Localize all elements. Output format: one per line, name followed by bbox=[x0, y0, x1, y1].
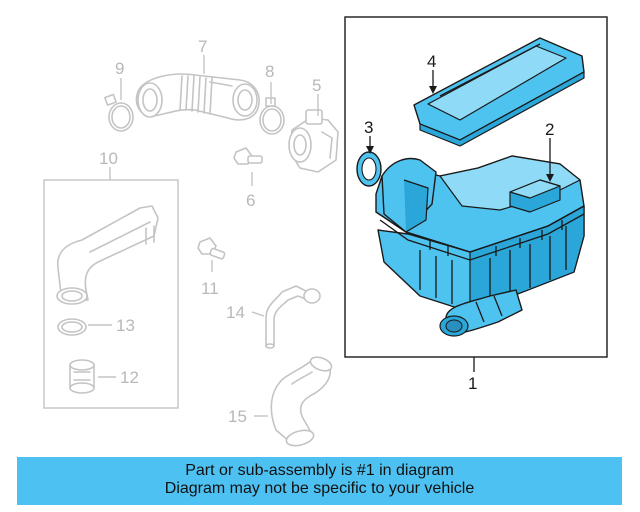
banner-line-1: Part or sub-assembly is #1 in diagram bbox=[185, 462, 454, 479]
callout-5: 5 bbox=[312, 76, 321, 95]
part-10-group bbox=[43, 179, 179, 409]
part-9-clamp bbox=[104, 93, 134, 132]
callout-11: 11 bbox=[201, 279, 219, 298]
assembly-box bbox=[344, 16, 608, 358]
info-banner: Part or sub-assembly is #1 in diagram Di… bbox=[17, 457, 622, 505]
callout-12: 12 bbox=[120, 368, 139, 387]
part-15-elbow-hose bbox=[270, 356, 333, 447]
part-3-seal bbox=[356, 151, 382, 187]
callout-13: 13 bbox=[116, 316, 135, 335]
part-5-sensor bbox=[288, 109, 339, 173]
part-14-tube bbox=[265, 285, 321, 349]
callout-3: 3 bbox=[364, 118, 373, 137]
part-12-coupler bbox=[69, 359, 95, 394]
callout-4: 4 bbox=[427, 52, 436, 71]
part-1-air-cleaner-assembly bbox=[375, 155, 585, 337]
part-11-bolt bbox=[197, 237, 226, 260]
part-13-clamp bbox=[57, 318, 87, 336]
callout-2: 2 bbox=[545, 120, 554, 139]
callout-15: 15 bbox=[228, 407, 247, 426]
callout-14: 14 bbox=[226, 303, 245, 322]
callout-6: 6 bbox=[246, 191, 255, 210]
banner-line-2: Diagram may not be specific to your vehi… bbox=[164, 480, 475, 497]
callout-8: 8 bbox=[265, 62, 274, 81]
callout-7: 7 bbox=[198, 37, 207, 56]
part-8-clamp bbox=[259, 97, 285, 135]
callout-10: 10 bbox=[99, 149, 118, 168]
part-4-filter-element bbox=[413, 37, 585, 147]
part-6-bolt bbox=[233, 147, 263, 165]
dark-leaders bbox=[366, 70, 554, 372]
callout-1: 1 bbox=[468, 374, 477, 393]
part-7-intake-hose bbox=[135, 73, 260, 121]
parts-diagram: 1 2 3 4 5 6 7 8 9 10 11 12 13 14 15 bbox=[43, 16, 608, 447]
callout-9: 9 bbox=[115, 59, 124, 78]
faded-leaders bbox=[88, 55, 319, 417]
